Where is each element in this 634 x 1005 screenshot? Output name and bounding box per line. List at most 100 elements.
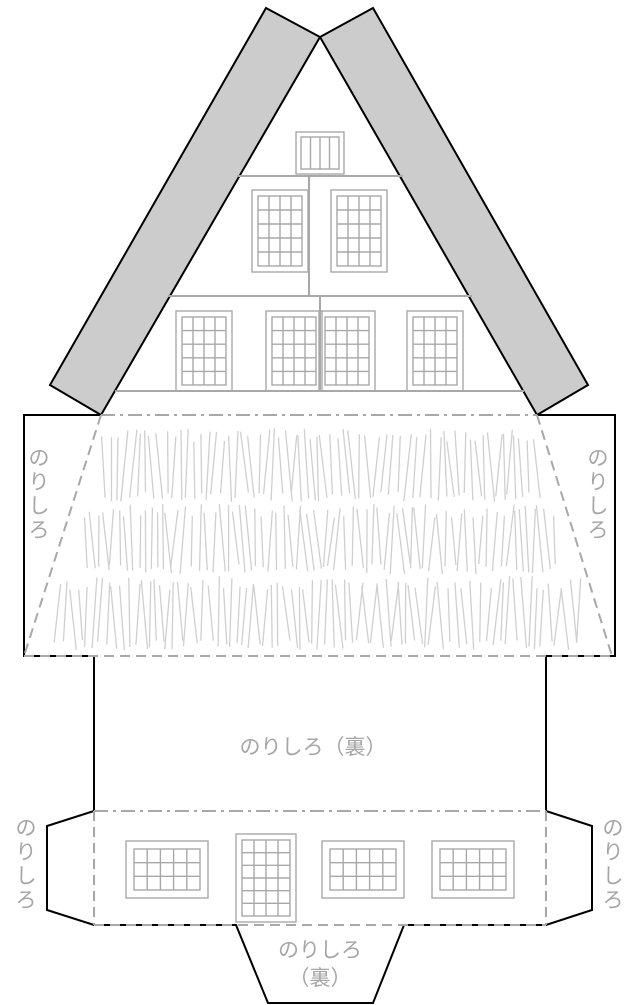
cut-outline-main [23, 414, 616, 1004]
thatch-stroke [337, 437, 343, 496]
thatch-stroke [412, 437, 418, 499]
thatch-stroke [139, 515, 142, 568]
thatch-stroke [262, 429, 271, 495]
glue-tab-label-roof-right: のりしろ [588, 446, 609, 542]
thatch-stroke [421, 504, 427, 569]
thatch-stroke [482, 434, 486, 500]
thatch-stroke [119, 510, 122, 566]
thatch-stroke [118, 585, 125, 651]
thatch-stroke [369, 585, 378, 643]
thatch-stroke [469, 580, 475, 650]
thatch-stroke [253, 585, 261, 645]
thatch-stroke [500, 582, 505, 641]
thatch-stroke [437, 437, 442, 501]
thatch-stroke [504, 576, 511, 645]
thatch-stroke [512, 578, 518, 641]
thatch-stroke [83, 517, 88, 568]
thatch-stroke [414, 587, 424, 645]
thatch-stroke [454, 430, 460, 496]
thatch-stroke [258, 434, 262, 494]
thatch-stroke [560, 587, 570, 650]
thatch-stroke [222, 588, 228, 645]
wall-window-3 [431, 840, 515, 899]
thatch-stroke [524, 506, 530, 573]
thatch-stroke [343, 516, 347, 570]
thatch-stroke [184, 428, 189, 498]
thatch-stroke [153, 579, 157, 641]
thatch-stroke [135, 583, 141, 645]
thatch-stroke [316, 436, 320, 502]
thatch-stroke [443, 430, 448, 497]
thatch-stroke [397, 581, 403, 645]
thatch-stroke [62, 581, 68, 642]
thatch-stroke [238, 505, 246, 573]
thatch-stroke [200, 579, 204, 641]
thatch-stroke [463, 432, 467, 493]
thatch-stroke [207, 585, 214, 641]
gable-wall [101, 37, 537, 415]
thatch-stroke [110, 586, 118, 649]
thatch-stroke [389, 505, 395, 574]
thatch-stroke [164, 589, 171, 650]
thatch-stroke [303, 428, 310, 499]
thatch-stroke [88, 511, 96, 569]
thatch-stroke [96, 577, 104, 642]
thatch-stroke [342, 429, 351, 494]
gable-window-lower-3 [318, 310, 376, 392]
thatch-stroke [322, 509, 329, 568]
thatch-stroke [198, 504, 202, 571]
thatch-stroke [460, 588, 468, 644]
thatch-stroke [444, 511, 447, 567]
thatch-stroke [419, 434, 427, 498]
thatch-stroke [281, 586, 291, 641]
thatch-stroke [329, 434, 334, 495]
thatch-stroke [246, 436, 255, 498]
thatch-stroke [101, 512, 110, 571]
thatch-stroke [297, 434, 302, 502]
thatch-stroke [371, 504, 375, 565]
thatch-stroke [547, 583, 553, 642]
thatch-stroke [533, 588, 538, 650]
thatch-stroke [376, 583, 384, 648]
thatch-stroke [472, 517, 477, 575]
thatch-stroke [128, 429, 138, 498]
glue-tab-label-wall-left: のりしろ [16, 816, 37, 912]
thatch-stroke [193, 441, 196, 499]
thatch-stroke [390, 583, 400, 642]
thatch-stroke [413, 507, 421, 570]
gable-windows [175, 131, 464, 392]
thatch-stroke [500, 515, 506, 567]
thatch-stroke [363, 435, 372, 498]
gable-window-upper-left [251, 189, 309, 273]
thatch-stroke [200, 434, 203, 494]
thatch-stroke [270, 428, 276, 501]
gable-window-lower-2 [265, 310, 323, 392]
thatch-stroke [267, 510, 274, 572]
thatch-stroke [331, 579, 335, 648]
thatch-stroke [311, 580, 314, 644]
thatch-stroke [128, 577, 131, 647]
thatch-stroke [397, 435, 401, 493]
thatch-stroke [166, 431, 169, 494]
thatch-stroke [164, 512, 173, 574]
gable-window-lower-1 [175, 310, 233, 392]
thatch-stroke [463, 509, 468, 572]
gable-window-attic [295, 131, 345, 175]
thatch-stroke [78, 589, 84, 641]
thatch-stroke [234, 430, 239, 499]
thatch-stroke [299, 509, 309, 572]
thatch-stroke [376, 507, 382, 565]
thatch-stroke [100, 436, 106, 498]
thatch-stroke [427, 586, 437, 646]
thatch-stroke [343, 579, 347, 641]
thatch-stroke [312, 510, 323, 569]
thatch-stroke [120, 430, 129, 502]
thatch-stroke [254, 508, 257, 566]
thatch-stroke [396, 513, 406, 574]
thatch-stroke [150, 507, 154, 569]
glue-tab-label-bottom-line2: （裏） [289, 966, 352, 990]
thatch-stroke [526, 440, 530, 493]
thatch-stroke [309, 439, 317, 501]
thatch-stroke [569, 579, 578, 643]
thatch-stroke [210, 431, 218, 495]
